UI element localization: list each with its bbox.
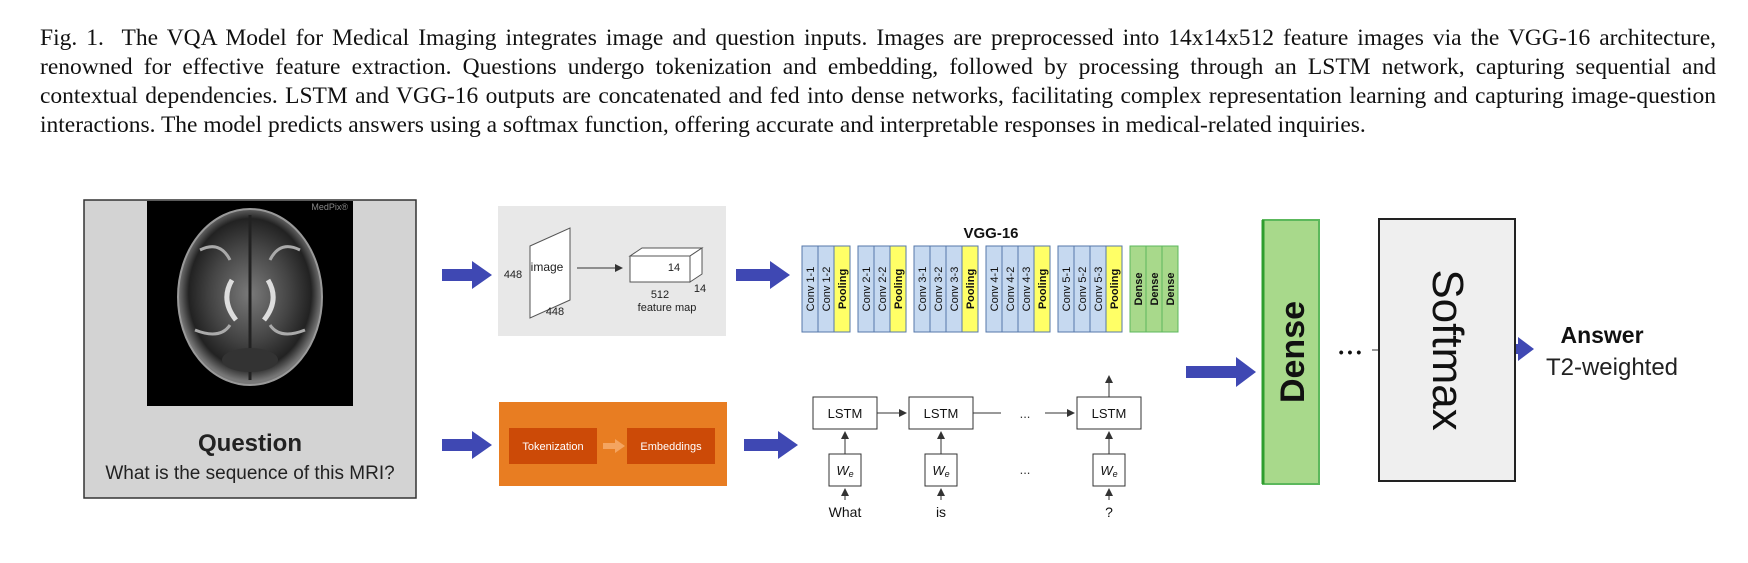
vgg-layer-label-14: Conv 5-1	[1061, 267, 1073, 312]
embed-cell-3: We	[1092, 453, 1126, 487]
vgg-layer-pooling-5	[889, 245, 907, 333]
medpix-watermark: MedPix®	[311, 202, 348, 212]
vgg-layer-label-11: Conv 4-2	[1005, 267, 1017, 312]
feature-channels-label: 512	[651, 289, 669, 301]
tokenize-to-embed-arrow	[603, 439, 625, 453]
image-width-label: 448	[546, 306, 564, 318]
lstm-cell-3: LSTM	[1076, 396, 1142, 430]
arrow-concat-to-dense	[1186, 357, 1256, 387]
lstm-chain: LSTM LSTM LSTM ... We We We ...	[812, 375, 1142, 520]
vgg-layer-label-16: Conv 5-3	[1093, 267, 1105, 312]
vgg-layer-label-10: Conv 4-1	[989, 267, 1001, 312]
lstm-label-3: LSTM	[1092, 406, 1127, 421]
text-preprocess-panel: Tokenization Embeddings	[499, 402, 727, 486]
vgg-layer-label-17: Pooling	[1109, 269, 1121, 309]
vgg-layer-label-6: Conv 3-1	[917, 267, 929, 312]
vgg-layer-pooling-17	[1105, 245, 1123, 333]
vgg16-title: VGG-16	[963, 225, 1018, 242]
lstm-label-1: LSTM	[828, 406, 863, 421]
lstm-cell-2: LSTM	[908, 396, 974, 430]
feature-side-label: 14	[668, 262, 680, 274]
vgg-layer-label-0: Conv 1-1	[805, 267, 817, 312]
word-3: ?	[1105, 504, 1113, 520]
vgg-layer-pooling-13	[1033, 245, 1051, 333]
figure-label: Fig. 1.	[40, 25, 104, 51]
question-text: What is the sequence of this MRI?	[105, 463, 394, 484]
word-2: is	[936, 504, 946, 520]
embeddings-label: Embeddings	[640, 441, 702, 453]
vgg-layer-dense-20	[1161, 245, 1179, 333]
vgg-layer-label-19: Dense	[1149, 272, 1161, 305]
input-panel: MedPix® Question What is the sequence of…	[83, 199, 417, 499]
arrow-question-to-tokenize	[442, 431, 492, 459]
vgg-layer-label-2: Pooling	[837, 269, 849, 309]
vgg-layer-label-3: Conv 2-1	[861, 267, 873, 312]
feature-depth-label: 14	[694, 283, 706, 295]
vgg-layer-label-12: Conv 4-3	[1021, 267, 1033, 312]
vgg-layer-label-15: Conv 5-2	[1077, 267, 1089, 312]
vgg-layer-label-13: Pooling	[1037, 269, 1049, 309]
caption-text: The VQA Model for Medical Imaging integr…	[40, 25, 1717, 138]
tokenization-label: Tokenization	[522, 441, 583, 453]
vgg-layer-label-9: Pooling	[965, 269, 977, 309]
vgg-layer-label-18: Dense	[1133, 272, 1145, 305]
lstm-label-2: LSTM	[924, 406, 959, 421]
tokenization-box	[509, 428, 597, 464]
vgg-layer-label-4: Conv 2-2	[877, 267, 889, 312]
embeddings-box	[627, 428, 715, 464]
vgg-layer-label-8: Conv 3-3	[949, 267, 961, 312]
vgg-layer-pooling-9	[961, 245, 979, 333]
vgg-layer-label-5: Pooling	[893, 269, 905, 309]
mri-image	[147, 201, 353, 406]
dense-label: Dense	[1274, 301, 1312, 403]
dense-block: Dense	[1261, 219, 1320, 485]
feature-map-label: feature map	[638, 302, 697, 314]
answer-title: Answer	[1560, 322, 1643, 348]
continuation-dots: • • •	[1339, 344, 1362, 360]
arrow-text-to-lstm	[744, 431, 798, 459]
softmax-label: Softmax	[1423, 269, 1472, 430]
image-height-label: 448	[504, 269, 522, 281]
question-title: Question	[198, 430, 302, 457]
arrow-image-to-preprocess	[442, 261, 492, 289]
vgg-layer-label-7: Conv 3-2	[933, 267, 945, 312]
image-label: image	[531, 260, 564, 274]
answer-value: T2-weighted	[1546, 354, 1678, 381]
word-1: What	[829, 504, 862, 520]
softmax-block: Softmax	[1378, 218, 1516, 482]
vgg16-layers: Conv 1-1 Conv 1-2 Pooling Conv 2-1 Conv 2-2 P…	[801, 245, 1179, 333]
vgg-layer-pooling-2	[833, 245, 851, 333]
lstm-ellipsis: ...	[1020, 406, 1031, 421]
lstm-cell-1: LSTM	[812, 396, 878, 430]
arrow-preprocess-to-vgg	[736, 261, 790, 289]
figure-caption: Fig. 1. The VQA Model for Medical Imagin…	[40, 24, 1716, 140]
image-preprocess-panel: image 448 448 14 14 512 feature map	[498, 206, 726, 336]
embed-cell-2: We	[924, 453, 958, 487]
embed-cell-1: We	[828, 453, 862, 487]
vgg-layer-label-20: Dense	[1165, 272, 1177, 305]
embed-ellipsis: ...	[1020, 462, 1031, 477]
vgg-layer-label-1: Conv 1-2	[821, 267, 833, 312]
